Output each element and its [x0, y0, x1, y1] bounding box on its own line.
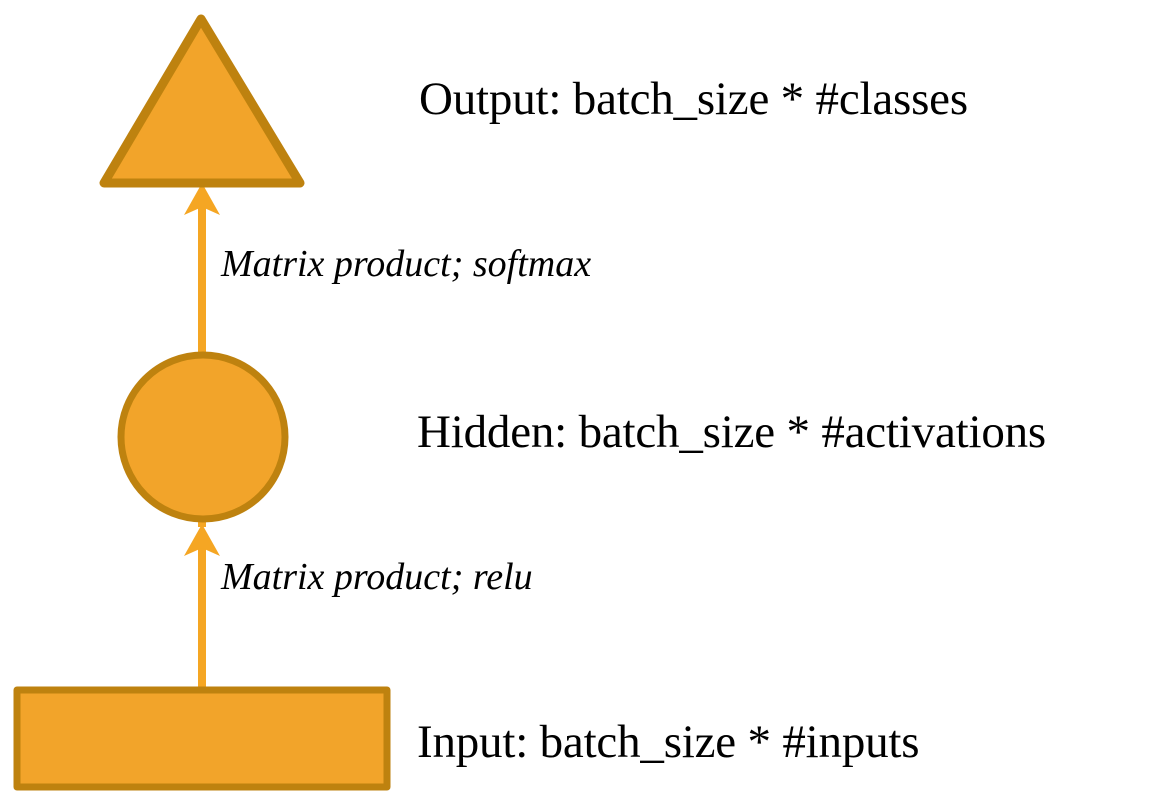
node-hidden-circle[interactable] — [117, 351, 289, 523]
node-label-input: Input: batch_size * #inputs — [417, 716, 920, 768]
arrow-head-upper — [184, 183, 220, 215]
node-input-rectangle[interactable] — [13, 686, 391, 791]
arrow-head-lower — [184, 524, 220, 556]
edge-input-to-hidden — [184, 524, 220, 690]
edge-label-input-to-hidden: Matrix product; relu — [221, 556, 533, 598]
edge-label-hidden-to-output: Matrix product; softmax — [221, 243, 592, 285]
node-label-hidden: Hidden: batch_size * #activations — [417, 406, 1047, 458]
node-label-output: Output: batch_size * #classes — [419, 73, 968, 125]
node-output-triangle[interactable] — [99, 14, 305, 188]
